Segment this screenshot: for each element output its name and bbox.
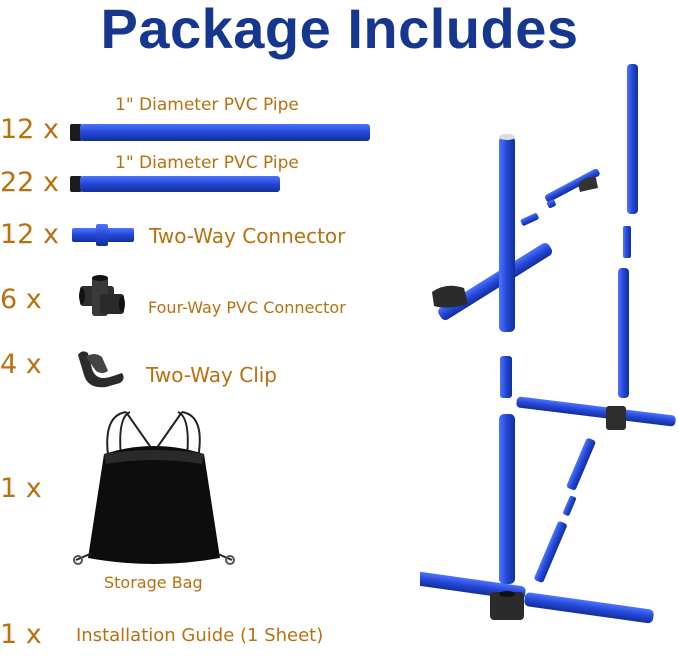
- long-pvc-pipe-icon: [70, 124, 370, 141]
- quantity-short-pipe: 22 x: [0, 167, 59, 198]
- label-storage-bag: Storage Bag: [104, 573, 203, 592]
- two-way-connector-icon: [72, 224, 134, 246]
- quantity-long-pipe: 12 x: [0, 114, 59, 145]
- label-four-way-connector: Four-Way PVC Connector: [148, 298, 346, 317]
- quantity-two-way-connector: 12 x: [0, 219, 59, 250]
- four-way-connector-icon: [79, 275, 125, 316]
- label-short-pipe: 1" Diameter PVC Pipe: [115, 153, 299, 173]
- label-two-way-connector: Two-Way Connector: [149, 224, 346, 248]
- quantity-two-way-clip: 4 x: [0, 349, 42, 380]
- short-pvc-pipe-icon: [70, 176, 280, 192]
- label-installation-guide: Installation Guide (1 Sheet): [76, 625, 324, 646]
- two-way-clip-icon: [78, 351, 124, 388]
- quantity-four-way-connector: 6 x: [0, 284, 42, 315]
- assembly-illustration: [420, 64, 676, 624]
- page-title: Package Includes: [100, 0, 579, 60]
- quantity-installation-guide: 1 x: [0, 619, 42, 650]
- label-long-pipe: 1" Diameter PVC Pipe: [115, 95, 299, 115]
- label-two-way-clip: Two-Way Clip: [146, 363, 277, 387]
- quantity-storage-bag: 1 x: [0, 473, 42, 504]
- drawstring-bag-icon: [73, 411, 235, 565]
